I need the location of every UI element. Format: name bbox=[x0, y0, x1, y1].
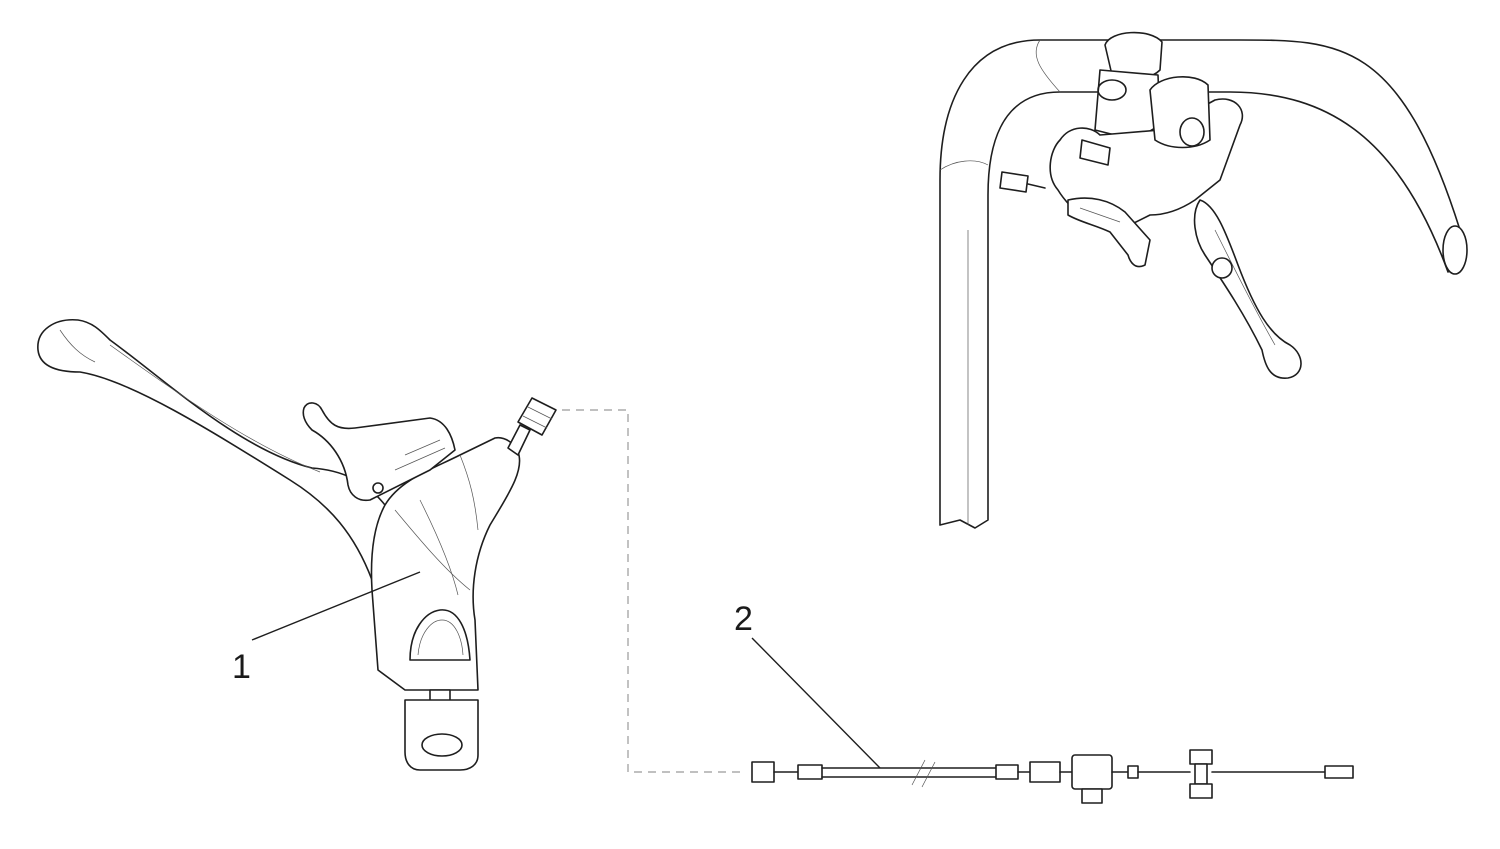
barrel-adjuster bbox=[507, 397, 557, 456]
brake-cable-part bbox=[751, 749, 1354, 804]
pivot-pin bbox=[372, 482, 384, 494]
lever-adjuster-arm bbox=[302, 402, 456, 502]
cable-junction-block bbox=[1071, 754, 1113, 790]
assembled-adjuster-arm bbox=[1067, 197, 1151, 268]
cable-ferrule-2 bbox=[995, 764, 1019, 780]
assembled-pivot bbox=[1211, 257, 1233, 279]
cable-anchor-body bbox=[1194, 763, 1208, 785]
cable-end-cap bbox=[751, 761, 775, 783]
lever-body-window bbox=[409, 609, 471, 661]
part-1-leader-line bbox=[251, 571, 421, 641]
assembled-lever-arm bbox=[1193, 199, 1302, 379]
clamp-hole bbox=[421, 733, 463, 757]
cable-ferrule bbox=[797, 764, 823, 780]
part-2-label: 2 bbox=[734, 600, 753, 638]
assembled-ring-hole bbox=[1179, 117, 1205, 147]
clamp-bolt bbox=[1097, 79, 1127, 101]
assembled-clamp-ring bbox=[1149, 75, 1211, 149]
assembled-barrel-adjuster bbox=[1079, 139, 1111, 166]
cable-adjuster-nut bbox=[1029, 761, 1061, 783]
handlebar-end bbox=[1442, 225, 1468, 275]
cable-anchor-top bbox=[1189, 749, 1213, 765]
assembled-handlebar-view bbox=[939, 31, 1468, 529]
cable-stop bbox=[1127, 765, 1139, 779]
cable-junction-screw bbox=[1081, 788, 1103, 804]
part-2-leader-line bbox=[751, 637, 881, 769]
cable-anchor-bottom bbox=[1189, 783, 1213, 799]
connection-dashed-line bbox=[562, 409, 740, 773]
handlebar-clamp bbox=[404, 699, 479, 771]
part-1-label: 1 bbox=[232, 648, 251, 686]
lever-body bbox=[370, 436, 521, 691]
brake-lever-part bbox=[37, 319, 557, 771]
cable-tip bbox=[1324, 765, 1354, 779]
lever-blade bbox=[37, 319, 386, 591]
handlebar-tube bbox=[939, 39, 1461, 529]
